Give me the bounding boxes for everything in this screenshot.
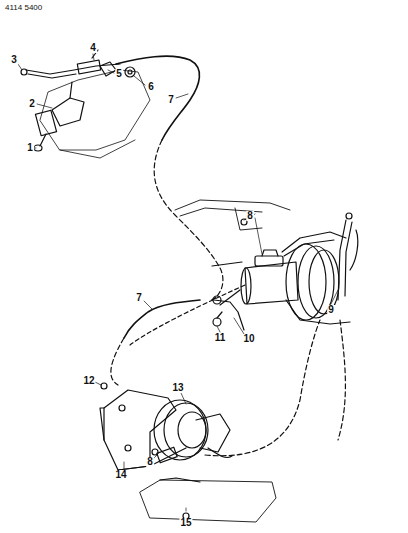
pedal-linkage bbox=[21, 50, 150, 158]
cable bbox=[116, 56, 223, 300]
callout-number: 8 bbox=[246, 211, 254, 221]
cover-plate bbox=[140, 478, 276, 522]
callout-number: 3 bbox=[10, 55, 18, 65]
drawing-number: 4114 5400 bbox=[4, 4, 43, 12]
leader-lines bbox=[18, 54, 338, 511]
body-panel bbox=[175, 200, 290, 230]
servo-bracket bbox=[100, 390, 186, 470]
callout-number: 13 bbox=[171, 383, 184, 393]
callout-number: 6 bbox=[147, 82, 155, 92]
callout-number: 1 bbox=[26, 143, 34, 153]
callout-number: 15 bbox=[179, 518, 192, 528]
callout-number: 5 bbox=[115, 69, 123, 79]
servo-unit bbox=[101, 383, 232, 463]
brake-booster bbox=[212, 213, 358, 330]
callout-number: 7 bbox=[135, 293, 143, 303]
callout-number: 7 bbox=[167, 95, 175, 105]
callout-number: 8 bbox=[146, 457, 154, 467]
vacuum-hose bbox=[111, 285, 346, 456]
callout-number: 10 bbox=[242, 334, 255, 344]
callout-number: 12 bbox=[82, 376, 95, 386]
callout-number: 2 bbox=[28, 99, 36, 109]
callout-number: 4 bbox=[89, 43, 97, 53]
callout-number: 9 bbox=[327, 305, 335, 315]
callout-number: 14 bbox=[114, 470, 127, 480]
callout-number: 11 bbox=[214, 333, 227, 343]
